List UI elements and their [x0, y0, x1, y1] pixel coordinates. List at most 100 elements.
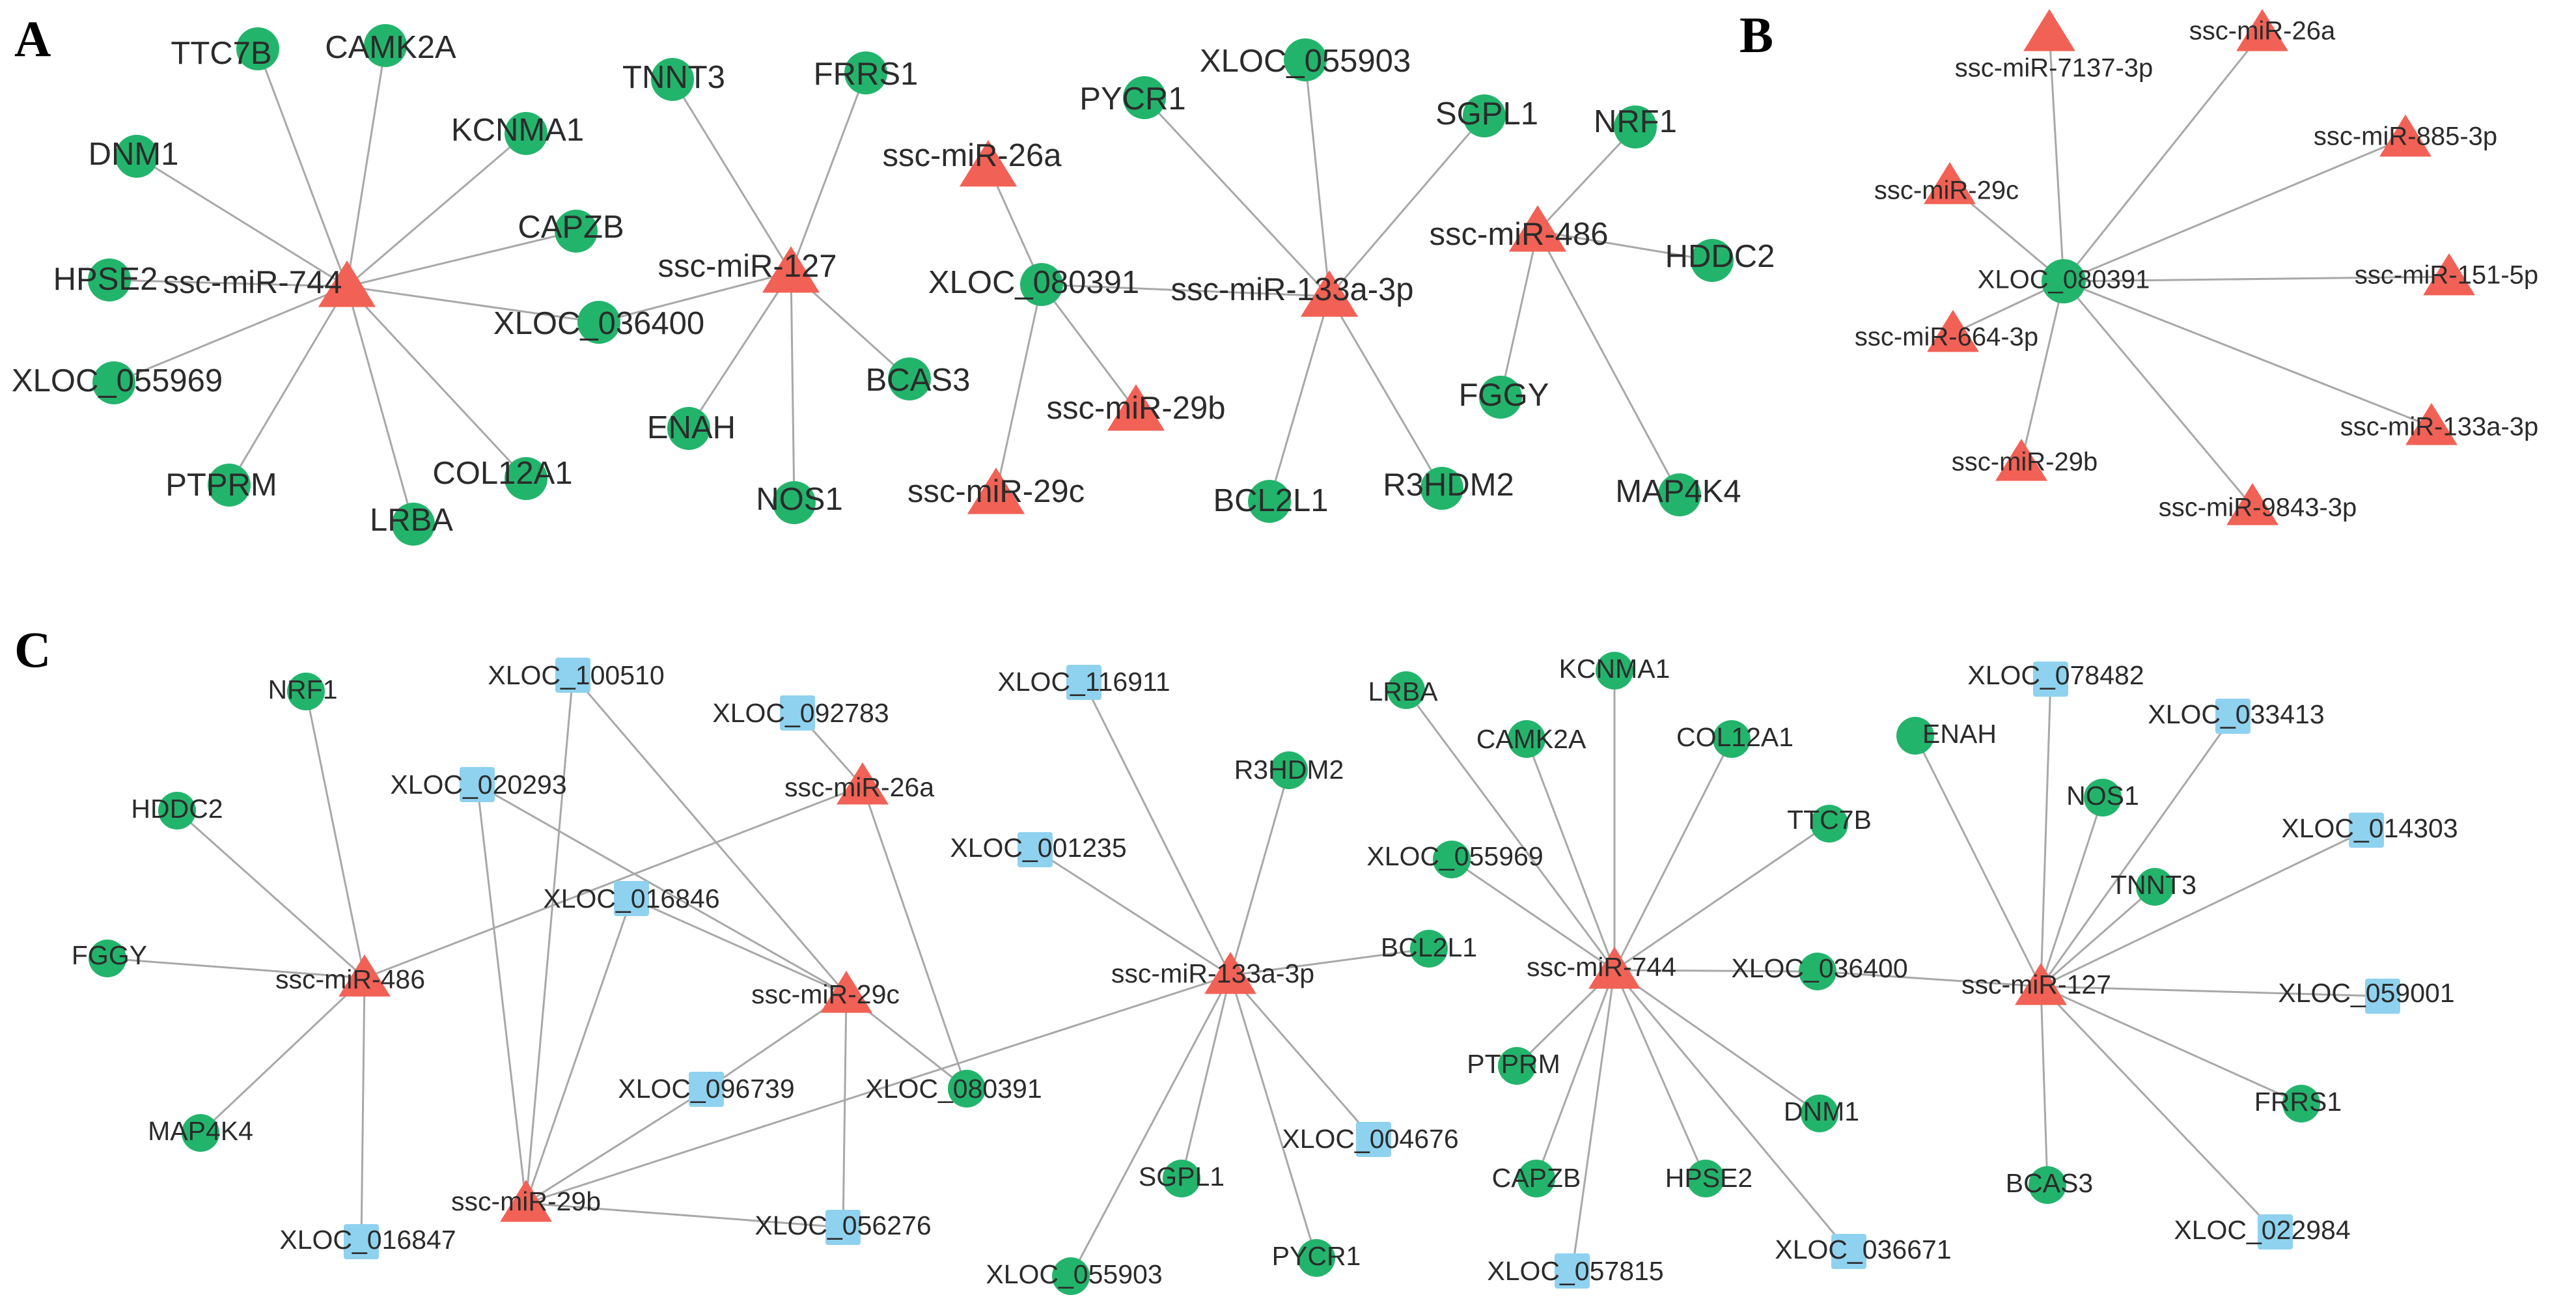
panel-b-label-ssc-mir-7137-3p: ssc-miR-7137-3p	[1955, 54, 2154, 83]
panel-a-edge	[256, 48, 348, 287]
panel-c-label-map4k4: MAP4K4	[148, 1116, 253, 1146]
panel-c-label-xloc-055903: XLOC_055903	[986, 1259, 1162, 1289]
panel-c-edge	[1229, 975, 1318, 1259]
panel-b-edge	[2063, 275, 2450, 283]
panel-a-label-ssc-mir-744: ssc-miR-744	[163, 265, 342, 300]
panel-a-node-fggy-circle	[1479, 376, 1522, 419]
panel-c-edge	[364, 785, 863, 979]
panel-c-label-xloc-016847: XLOC_016847	[279, 1225, 456, 1255]
panel-a-label-hpse2: HPSE2	[53, 262, 158, 297]
panel-c-node-ptprm-circle	[1498, 1047, 1536, 1085]
panel-b-edge	[2020, 281, 2065, 463]
panel-b-edge	[2063, 137, 2406, 283]
panel-a-label-ssc-mir-29b: ssc-miR-29b	[1047, 391, 1226, 426]
panel-b-label-ssc-mir-664-3p: ssc-miR-664-3p	[1855, 323, 2038, 352]
panel-c-edge	[2040, 797, 2104, 987]
panel-a-node-lrba-circle	[392, 503, 435, 546]
panel-c-node-ttc7b-circle	[1810, 805, 1848, 843]
panel-c-node-pycr1-circle	[1297, 1239, 1335, 1277]
panel-c-edge	[861, 785, 968, 1089]
panel-c-label-xloc-116911: XLOC_116911	[997, 667, 1170, 697]
panel-c-node-xloc-096739-square	[689, 1072, 724, 1107]
panel-c-node-ssc-mir-744-triangle	[1588, 946, 1641, 989]
panel-a-node-capzb-circle	[555, 210, 598, 253]
panel-c-label-kcnma1: KCNMA1	[1559, 654, 1670, 684]
panel-c-edge	[199, 977, 366, 1134]
panel-c-label-xloc-001235: XLOC_001235	[950, 833, 1126, 863]
nodes-layer	[88, 8, 2475, 1295]
panel-a-node-xloc-080391-circle	[1020, 263, 1063, 306]
panel-a-label-pycr1: PYCR1	[1079, 81, 1185, 117]
panel-a-edge	[671, 79, 792, 273]
panel-a-node-xloc-036400-circle	[577, 301, 620, 344]
panel-a-edge	[790, 72, 867, 273]
panel-c-label-xloc-055969: XLOC_055969	[1366, 841, 1543, 871]
panel-c-node-kcnma1-circle	[1596, 652, 1633, 690]
panel-a-node-frrs1-circle	[844, 51, 887, 94]
panel-c-edge	[1614, 822, 1830, 971]
panel-a-label-camk2a: CAMK2A	[325, 30, 456, 65]
panel-c-edge	[572, 675, 848, 995]
panel-c-label-xloc-014303: XLOC_014303	[2281, 813, 2458, 843]
panel-c-node-r3hdm2-circle	[1270, 751, 1308, 789]
panel-b-node-ssc-mir-664-3p-triangle	[1927, 309, 1979, 352]
panel-b-node-ssc-mir-133a-3p-triangle	[2405, 402, 2458, 445]
panel-a-node-bcas3-circle	[888, 357, 931, 400]
panel-c-label-ssc-mir-744: ssc-miR-744	[1527, 952, 1676, 982]
panel-c-node-xloc-004676-square	[1356, 1122, 1391, 1157]
panel-a-node-nrf1-circle	[1614, 105, 1657, 148]
panel-c-node-dnm1-circle	[1801, 1095, 1838, 1132]
panel-c-label-dnm1: DNM1	[1784, 1096, 1859, 1126]
panel-a-edge	[687, 272, 792, 429]
panel-c-edge	[360, 977, 366, 1242]
panel-c-edge	[1525, 738, 1616, 971]
panel-a-label-enah: ENAH	[647, 410, 736, 445]
panel-c-edge	[1083, 682, 1232, 976]
panel-c-node-xloc-057815-square	[1555, 1253, 1590, 1289]
panel-c-edge	[2040, 716, 2234, 987]
panel-a-label-bcl2l1: BCL2L1	[1213, 483, 1328, 518]
panel-c-node-ssc-mir-29b-triangle	[500, 1179, 552, 1222]
panel-c-edge	[1229, 975, 1375, 1140]
panel-a-label-ptprm: PTPRM	[165, 468, 277, 503]
panel-c-edge	[1571, 970, 1616, 1272]
panel-c-edge	[1535, 970, 1616, 1179]
panel-b-label-ssc-mir-29c: ssc-miR-29c	[1874, 176, 2019, 205]
panel-a-label-nrf1: NRF1	[1594, 104, 1677, 139]
panel-c-edge	[1229, 770, 1290, 976]
panel-a-node-ssc-mir-127-triangle	[762, 246, 820, 293]
panel-c-edge	[842, 994, 848, 1228]
panel-c-label-hpse2: HPSE2	[1665, 1163, 1752, 1193]
panel-c-node-ssc-mir-127-triangle	[2015, 962, 2067, 1005]
panel-a-label-xloc-055969: XLOC_055969	[12, 363, 223, 398]
panel-c-node-xloc-078482-square	[2033, 662, 2068, 697]
panel-c-label-ssc-mir-486: ssc-miR-486	[275, 964, 425, 994]
panel-a-node-dnm1-circle	[115, 135, 158, 178]
panel-c-edge	[2040, 678, 2052, 987]
panel-a-node-ssc-mir-744-triangle	[318, 260, 376, 307]
panel-c-label-bcl2l1: BCL2L1	[1381, 932, 1477, 962]
panel-a-node-col12a1-circle	[505, 457, 547, 500]
panel-c-label-enah: ENAH	[1922, 719, 1997, 749]
panel-b-node-ssc-mir-7137-3p-triangle	[2023, 8, 2075, 51]
panel-a-label-dnm1: DNM1	[89, 137, 179, 172]
panel-b-letter: B	[1739, 7, 1773, 63]
panel-c-node-ssc-mir-26a-triangle	[837, 762, 889, 805]
panel-a-node-sgpl1-circle	[1463, 94, 1506, 137]
panel-b-node-ssc-mir-151-5p-triangle	[2423, 253, 2475, 296]
panel-c-node-frrs1-circle	[2282, 1085, 2320, 1123]
panel-a-edge	[346, 230, 577, 288]
panel-c-label-nos1: NOS1	[2066, 781, 2139, 811]
panel-c-node-xloc-116911-square	[1066, 665, 1101, 700]
panel-c-node-xloc-020293-square	[460, 767, 495, 802]
panel-c-label-bcas3: BCAS3	[2006, 1168, 2093, 1198]
panel-b-node-xloc-080391-circle	[2042, 259, 2086, 303]
panel-c-label-ssc-mir-26a: ssc-miR-26a	[784, 772, 934, 802]
panel-a-node-r3hdm2-circle	[1420, 467, 1463, 510]
panel-c-node-sgpl1-circle	[1163, 1160, 1200, 1197]
panel-a-node-xloc-055969-circle	[92, 361, 135, 404]
panel-a-edge	[1537, 230, 1713, 262]
panel-c-label-col12a1: COL12A1	[1676, 722, 1794, 752]
panel-a-edge	[346, 286, 415, 525]
